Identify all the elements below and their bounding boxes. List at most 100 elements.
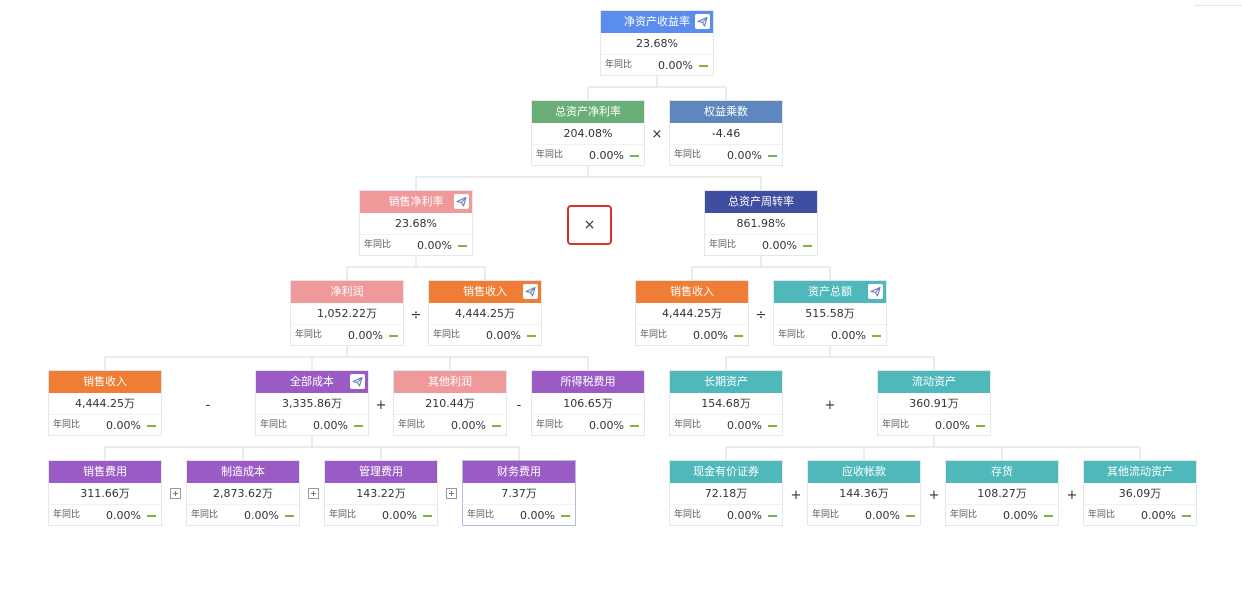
send-icon[interactable] [695, 14, 710, 29]
trend-flat-icon [285, 515, 294, 517]
send-icon[interactable] [454, 194, 469, 209]
node-title: 权益乘数 [670, 101, 782, 123]
node-title: 应收帐款 [808, 461, 920, 483]
send-icon[interactable] [868, 284, 883, 299]
node-title-text: 销售净利率 [388, 195, 444, 208]
yoy-label: 年同比 [1088, 510, 1116, 520]
node-title: 净资产收益率 [601, 11, 713, 33]
yoy-label: 年同比 [812, 510, 840, 520]
yoy-value: 0.00% [451, 419, 486, 432]
yoy-label: 年同比 [674, 510, 702, 520]
node-title-text: 流动资产 [912, 375, 956, 388]
operator-minus: - [516, 398, 522, 413]
node-title: 销售收入 [636, 281, 748, 303]
node-title: 所得税费用 [532, 371, 644, 393]
expand-plus-button[interactable] [446, 488, 457, 499]
yoy-label: 年同比 [295, 330, 323, 340]
node-value: 23.68% [395, 217, 437, 230]
node-title: 制造成本 [187, 461, 299, 483]
send-icon[interactable] [523, 284, 538, 299]
yoy-value: 0.00% [244, 509, 279, 522]
node-value: 1,052.22万 [317, 307, 377, 320]
node-value: 154.68万 [701, 397, 751, 410]
yoy-value: 0.00% [727, 509, 762, 522]
node-value: 360.91万 [909, 397, 959, 410]
yoy-label: 年同比 [882, 420, 910, 430]
operator-plus: + [375, 398, 387, 413]
trend-flat-icon [354, 425, 363, 427]
yoy-value: 0.00% [727, 149, 762, 162]
expand-plus-button[interactable] [308, 488, 319, 499]
trend-flat-icon [492, 425, 501, 427]
yoy-label: 年同比 [467, 510, 495, 520]
yoy-label: 年同比 [674, 150, 702, 160]
node-yoy-row: 年同比 0.00% [808, 504, 920, 525]
node-value: 143.22万 [356, 487, 406, 500]
yoy-value: 0.00% [589, 419, 624, 432]
yoy-value: 0.00% [831, 329, 866, 342]
node-value: 23.68% [636, 37, 678, 50]
yoy-value: 0.00% [486, 329, 521, 342]
trend-flat-icon [147, 515, 156, 517]
trend-flat-icon [527, 335, 536, 337]
operator-multiply: × [583, 217, 596, 233]
node-value: 861.98% [736, 217, 786, 230]
trend-flat-icon [699, 65, 708, 67]
node-value: 7.37万 [501, 487, 537, 500]
highlighted-multiply-operator[interactable]: × [567, 205, 612, 245]
node-value: 144.36万 [839, 487, 889, 500]
send-icon[interactable] [350, 374, 365, 389]
yoy-label: 年同比 [709, 240, 737, 250]
node-title: 现金有价证券 [670, 461, 782, 483]
expand-plus-button[interactable] [170, 488, 181, 499]
yoy-label: 年同比 [950, 510, 978, 520]
node-title: 其他利润 [394, 371, 506, 393]
node-value: 210.44万 [425, 397, 475, 410]
node-title-text: 管理费用 [359, 465, 403, 478]
yoy-value: 0.00% [658, 59, 693, 72]
yoy-value: 0.00% [865, 509, 900, 522]
yoy-value: 0.00% [1141, 509, 1176, 522]
operator-plus: + [790, 488, 802, 503]
metric-node-ar[interactable]: 应收帐款 144.36万年同比 0.00% [807, 460, 921, 526]
node-title: 净利润 [291, 281, 403, 303]
node-title: 财务费用 [463, 461, 575, 483]
trend-flat-icon [768, 155, 777, 157]
node-title-text: 销售收入 [670, 285, 714, 298]
node-title-text: 资产总额 [808, 285, 852, 298]
